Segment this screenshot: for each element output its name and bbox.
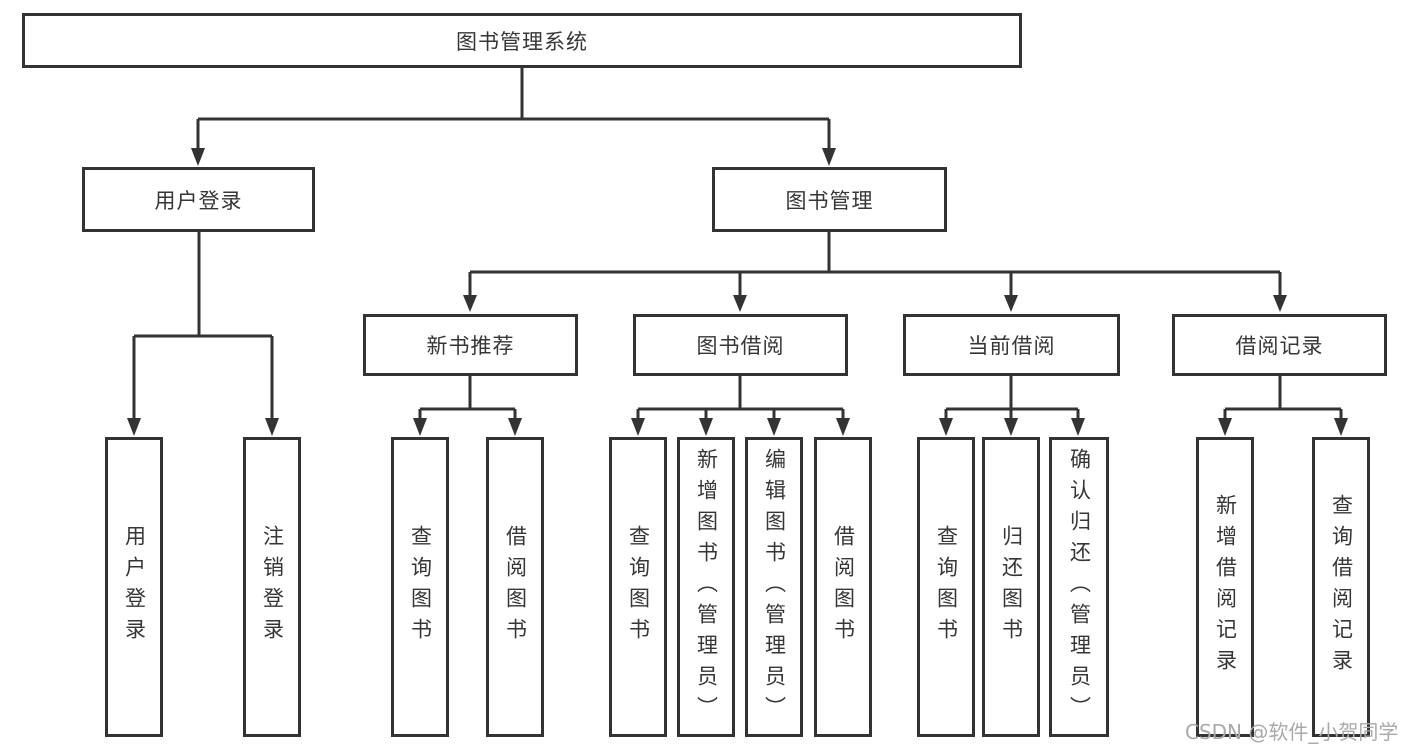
leaf-query-books-3-label: 查询图书 [934, 525, 959, 649]
leaf-query-books-1: 查询图书 [391, 437, 449, 737]
leaf-query-books-2: 查询图书 [609, 437, 667, 737]
leaf-borrow-books-1-label: 借阅图书 [503, 525, 528, 649]
leaf-borrow-books-2-label: 借阅图书 [831, 525, 856, 649]
leaf-edit-book-admin: 编辑图书（管理员） [745, 437, 803, 737]
leaf-logout-label: 注销登录 [260, 525, 285, 649]
leaf-add-book-admin: 新增图书（管理员） [677, 437, 735, 737]
node-new-book-recommend: 新书推荐 [363, 314, 578, 376]
leaf-user-login: 用户登录 [105, 437, 163, 737]
leaf-query-books-2-label: 查询图书 [626, 525, 651, 649]
node-borrowing-records: 借阅记录 [1172, 314, 1387, 376]
leaf-borrow-books-2: 借阅图书 [814, 437, 872, 737]
leaf-confirm-return-admin-label: 确认归还（管理员） [1067, 447, 1092, 727]
connector-paths [132, 68, 1343, 420]
arrowheads [127, 148, 1348, 436]
leaf-user-login-label: 用户登录 [122, 525, 147, 649]
leaf-logout: 注销登录 [243, 437, 301, 737]
node-current-borrowing-label: 当前借阅 [967, 334, 1056, 358]
leaf-add-book-admin-label: 新增图书（管理员） [694, 447, 719, 727]
leaf-add-borrow-record: 新增借阅记录 [1196, 437, 1254, 737]
node-borrowing-records-label: 借阅记录 [1235, 334, 1324, 358]
csdn-watermark: CSDN @软件_小贺同学 [1185, 720, 1399, 744]
node-current-borrowing: 当前借阅 [903, 314, 1120, 376]
node-user-login: 用户登录 [82, 167, 315, 232]
node-user-login-label: 用户登录 [154, 188, 243, 213]
leaf-query-borrow-record-label: 查询借阅记录 [1329, 494, 1354, 680]
node-book-management-label: 图书管理 [785, 188, 874, 213]
node-book-borrowing-label: 图书借阅 [696, 334, 785, 358]
leaf-borrow-books-1: 借阅图书 [486, 437, 544, 737]
node-book-management: 图书管理 [712, 167, 947, 232]
leaf-confirm-return-admin: 确认归还（管理员） [1049, 437, 1109, 737]
leaf-add-borrow-record-label: 新增借阅记录 [1213, 494, 1238, 680]
node-new-book-recommend-label: 新书推荐 [426, 334, 515, 358]
leaf-query-books-1-label: 查询图书 [408, 525, 433, 649]
leaf-query-borrow-record: 查询借阅记录 [1312, 437, 1370, 737]
node-library-system: 图书管理系统 [22, 13, 1022, 68]
node-book-borrowing: 图书借阅 [633, 314, 848, 376]
leaf-edit-book-admin-label: 编辑图书（管理员） [762, 447, 787, 727]
leaf-return-book: 归还图书 [982, 437, 1040, 737]
leaf-query-books-3: 查询图书 [917, 437, 975, 737]
node-library-system-label: 图书管理系统 [456, 29, 588, 54]
leaf-return-book-label: 归还图书 [999, 525, 1024, 649]
